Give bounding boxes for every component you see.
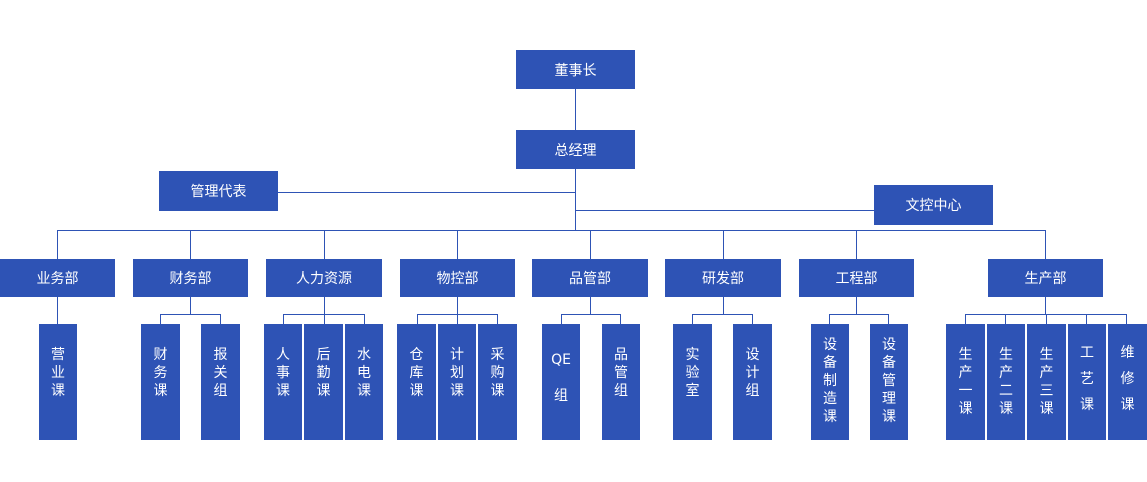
- unit-label: 生产一课: [958, 347, 973, 417]
- connector-dept-5-drop-1: [561, 314, 562, 324]
- unit-box: 生产三课: [1027, 324, 1066, 440]
- connector-dept-2-drop-2: [220, 314, 221, 324]
- unit-box: 营业课: [39, 324, 77, 440]
- department-box: 人力资源: [266, 259, 382, 297]
- connector-dept-8-drop-4: [1086, 314, 1087, 324]
- connector-dept-8-drop-3: [1046, 314, 1047, 324]
- unit-label: 生产二课: [999, 347, 1013, 417]
- unit-box: 生产一课: [946, 324, 985, 440]
- connector-dept-6-drop-1: [692, 314, 693, 324]
- connector-dept-8-stem: [1045, 297, 1046, 315]
- unit-label: QE组: [551, 352, 571, 404]
- connector-dept-1: [57, 230, 58, 259]
- connector-document-center: [575, 210, 874, 211]
- connector-dept-3-drop-3: [364, 314, 365, 324]
- unit-box: 财务课: [141, 324, 180, 440]
- unit-box: 水电课: [345, 324, 383, 440]
- unit-label: 计划课: [450, 347, 464, 399]
- unit-box: 设备管理课: [870, 324, 908, 440]
- department-box: 品管部: [532, 259, 648, 297]
- connector-dept-6-stem: [723, 297, 724, 315]
- unit-label: 设备制造课: [823, 337, 837, 425]
- connector-dept-6-drop-2: [752, 314, 753, 324]
- unit-box: 品管组: [602, 324, 640, 440]
- unit-label: 财务课: [153, 347, 168, 399]
- unit-box: 后勤课: [304, 324, 343, 440]
- unit-box: 计划课: [438, 324, 476, 440]
- unit-box: 维修课: [1108, 324, 1147, 440]
- connector-dept-7-drop-1: [829, 314, 830, 324]
- unit-label: 实验室: [685, 347, 700, 399]
- connector-management-rep: [278, 192, 576, 193]
- connector-dept-5-stem: [590, 297, 591, 315]
- connector-dept-5-drop-2: [620, 314, 621, 324]
- unit-box: 人事课: [264, 324, 302, 440]
- department-box: 工程部: [799, 259, 914, 297]
- connector-dept-7: [856, 230, 857, 259]
- connector-dept-1-unit: [57, 297, 58, 324]
- unit-label: 生产三课: [1039, 347, 1054, 417]
- management-rep-box: 管理代表: [159, 171, 278, 211]
- connector-dept-2: [190, 230, 191, 259]
- connector-dept-4-drop-2: [457, 314, 458, 324]
- unit-label: 设备管理课: [882, 337, 896, 425]
- unit-label: 营业课: [51, 347, 65, 399]
- connector-dept-2-drop-1: [160, 314, 161, 324]
- connector-gm-trunk: [575, 169, 576, 231]
- connector-dept-7-stem: [856, 297, 857, 315]
- connector-dept-7-drop-2: [888, 314, 889, 324]
- connector-chairman-gm: [575, 89, 576, 130]
- department-box: 业务部: [0, 259, 115, 297]
- department-bus: [57, 230, 1046, 231]
- unit-box: 设备制造课: [811, 324, 849, 440]
- document-center-box: 文控中心: [874, 185, 993, 225]
- unit-label: 报关组: [213, 347, 228, 399]
- unit-box: QE组: [542, 324, 580, 440]
- unit-label: 品管组: [614, 347, 628, 399]
- unit-label: 仓库课: [409, 347, 424, 399]
- connector-dept-6: [723, 230, 724, 259]
- connector-dept-2-stem: [190, 297, 191, 315]
- unit-label: 工艺课: [1080, 345, 1094, 413]
- connector-dept-3-drop-1: [283, 314, 284, 324]
- connector-dept-3-bar: [283, 314, 364, 315]
- department-box: 物控部: [400, 259, 515, 297]
- department-box: 研发部: [665, 259, 781, 297]
- unit-label: 后勤课: [316, 347, 331, 399]
- department-box: 财务部: [133, 259, 248, 297]
- unit-box: 设计组: [733, 324, 772, 440]
- connector-dept-8-drop-2: [1005, 314, 1006, 324]
- unit-label: 维修课: [1120, 345, 1135, 413]
- connector-dept-3-drop-2: [324, 314, 325, 324]
- connector-dept-5-bar: [561, 314, 621, 315]
- connector-dept-8: [1045, 230, 1046, 259]
- connector-dept-7-bar: [829, 314, 889, 315]
- unit-box: 报关组: [201, 324, 240, 440]
- connector-dept-5: [590, 230, 591, 259]
- connector-dept-3-stem: [324, 297, 325, 315]
- connector-dept-3: [324, 230, 325, 259]
- connector-dept-4: [457, 230, 458, 259]
- connector-dept-4-drop-1: [417, 314, 418, 324]
- unit-label: 设计组: [745, 347, 760, 399]
- unit-label: 采购课: [490, 347, 505, 399]
- general-manager-box: 总经理: [516, 130, 635, 169]
- connector-dept-8-drop-5: [1126, 314, 1127, 324]
- connector-dept-2-bar: [160, 314, 221, 315]
- chairman-box: 董事长: [516, 50, 635, 89]
- connector-dept-4-drop-3: [497, 314, 498, 324]
- unit-box: 实验室: [673, 324, 712, 440]
- connector-dept-8-drop-1: [965, 314, 966, 324]
- connector-dept-4-stem: [457, 297, 458, 315]
- unit-box: 生产二课: [987, 324, 1025, 440]
- unit-box: 仓库课: [397, 324, 436, 440]
- connector-dept-6-bar: [692, 314, 753, 315]
- unit-box: 采购课: [478, 324, 517, 440]
- department-box: 生产部: [988, 259, 1103, 297]
- unit-label: 水电课: [357, 347, 371, 399]
- unit-box: 工艺课: [1068, 324, 1106, 440]
- unit-label: 人事课: [276, 347, 290, 399]
